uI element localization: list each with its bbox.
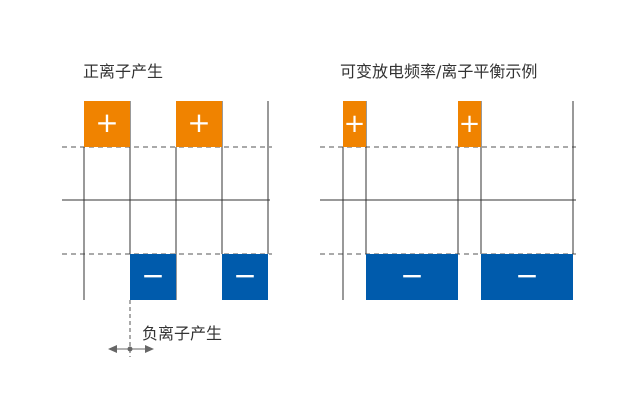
minus-symbol: − — [141, 259, 164, 292]
left-negative-pulse: − — [222, 254, 268, 300]
right-negative-pulse: − — [366, 254, 458, 300]
right-panel: + + − − — [320, 101, 576, 300]
plus-symbol: + — [459, 109, 481, 139]
plus-symbol: + — [95, 106, 118, 139]
plus-symbol: + — [344, 109, 366, 139]
minus-symbol: − — [400, 259, 423, 292]
left-negative-pulse: − — [130, 254, 176, 300]
left-panel-title: 正离子产生 — [83, 62, 164, 81]
right-panel-title: 可变放电频率/离子平衡示例 — [340, 62, 538, 81]
left-panel: + + − − — [62, 101, 272, 357]
left-positive-pulse: + — [84, 101, 130, 147]
negative-ion-annotation: 负离子产生 — [142, 324, 223, 343]
minus-symbol: − — [233, 259, 256, 292]
minus-symbol: − — [515, 259, 538, 292]
left-positive-pulse: + — [176, 101, 222, 147]
right-negative-pulse: − — [481, 254, 573, 300]
plus-symbol: + — [187, 106, 210, 139]
right-positive-pulse: + — [343, 101, 366, 147]
pulse-width-arrow — [108, 345, 154, 353]
right-positive-pulse: + — [458, 101, 481, 147]
